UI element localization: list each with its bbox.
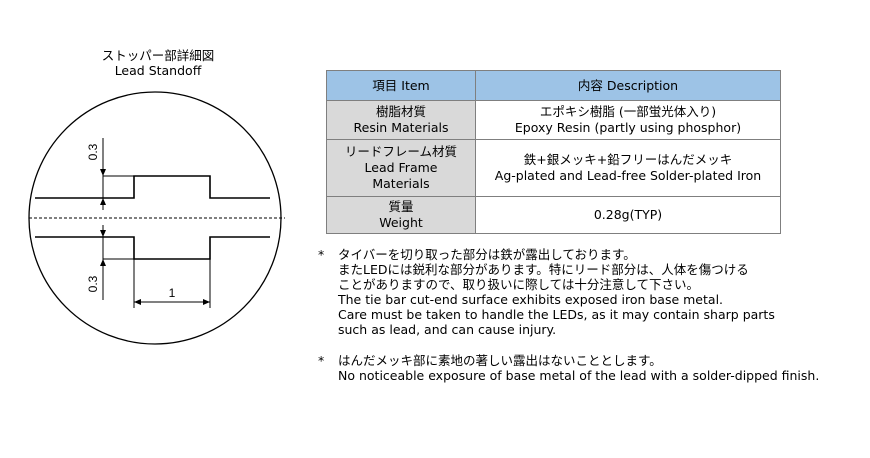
table-header-row: 項目 Item 内容 Description [326,70,781,101]
lead-frame-value: 鉄+銀メッキ+鉛フリーはんだメッキ Ag-plated and Lead-fre… [475,139,781,197]
weight-label-ja: 質量 [388,199,414,214]
dim-bottom-label: 0.3 [86,275,100,292]
weight-value: 0.28g(TYP) [475,196,781,234]
note-line: such as lead, and can cause injury. [338,322,557,337]
note-body: タイバーを切り取った部分は鉄が露出しております。 またLEDには鋭利な部分があり… [338,247,775,337]
dim-top-arrow [100,198,106,205]
standoff-title-ja: ストッパー部詳細図 [101,48,215,63]
standoff-title-en: Lead Standoff [114,63,202,78]
lower-lead-outline [35,236,270,260]
standoff-title: ストッパー部詳細図 Lead Standoff [96,48,220,78]
lead-frame-label-ja: リードフレーム材質 [344,144,458,159]
lead-frame-label-en-2: Materials [372,176,430,191]
lead-frame-value-ja: 鉄+銀メッキ+鉛フリーはんだメッキ [523,152,733,167]
upper-lead-outline [35,175,270,199]
note-asterisk: * [318,247,325,262]
resin-value-en: Epoxy Resin (partly using phosphor) [514,120,742,135]
dim-width-label: 1 [169,286,176,300]
note-injury: * タイバーを切り取った部分は鉄が露出しております。 またLEDには鋭利な部分が… [318,247,819,337]
note-plating: * はんだメッキ部に素地の著しい露出はないこととします。 No noticeab… [318,353,819,383]
lead-frame-label: リードフレーム材質 Lead Frame Materials [326,139,476,197]
note-asterisk: * [318,353,325,368]
note-line: Care must be taken to handle the LEDs, a… [338,307,775,322]
dim-bottom-arrow [100,230,106,237]
spec-table: 項目 Item 内容 Description 樹脂材質 Resin Materi… [326,70,781,234]
standoff-diagram: 0.3 0.3 1 [28,91,285,345]
lead-frame-value-en: Ag-plated and Lead-free Solder-plated Ir… [494,168,762,183]
resin-value-ja: エポキシ樹脂 (一部蛍光体入り) [539,104,717,119]
note-line: またLEDには鋭利な部分があります。特にリード部分は、人体を傷つける [338,262,749,277]
note-line: はんだメッキ部に素地の著しい露出はないこととします。 [338,353,662,368]
dim-top-label: 0.3 [86,143,100,160]
header-description: 内容 Description [475,70,781,101]
resin-label: 樹脂材質 Resin Materials [326,100,476,140]
notes: * タイバーを切り取った部分は鉄が露出しております。 またLEDには鋭利な部分が… [318,247,819,383]
note-line: The tie bar cut-end surface exhibits exp… [338,292,724,307]
weight-label: 質量 Weight [326,196,476,234]
header-item: 項目 Item [326,70,476,101]
resin-value: エポキシ樹脂 (一部蛍光体入り) Epoxy Resin (partly usi… [475,100,781,140]
dim-top-arrow [100,169,106,176]
note-line: No noticeable exposure of base metal of … [338,368,820,383]
dim-width-arrow [134,299,141,305]
dim-width-arrow [203,299,210,305]
resin-label-en: Resin Materials [353,120,449,135]
table-row: 質量 Weight 0.28g(TYP) [326,196,781,234]
resin-label-ja: 樹脂材質 [375,104,426,119]
lead-frame-label-en-1: Lead Frame [364,160,438,175]
note-line: ことがありますので、取り扱いに際しては十分注意して下さい。 [338,277,700,292]
note-body: はんだメッキ部に素地の著しい露出はないこととします。 No noticeable… [338,353,819,383]
weight-label-en: Weight [379,215,423,230]
dim-bottom-arrow [100,259,106,266]
note-line: タイバーを切り取った部分は鉄が露出しております。 [338,247,636,262]
table-row: 樹脂材質 Resin Materials エポキシ樹脂 (一部蛍光体入り) Ep… [326,100,781,140]
table-row: リードフレーム材質 Lead Frame Materials 鉄+銀メッキ+鉛フ… [326,139,781,197]
